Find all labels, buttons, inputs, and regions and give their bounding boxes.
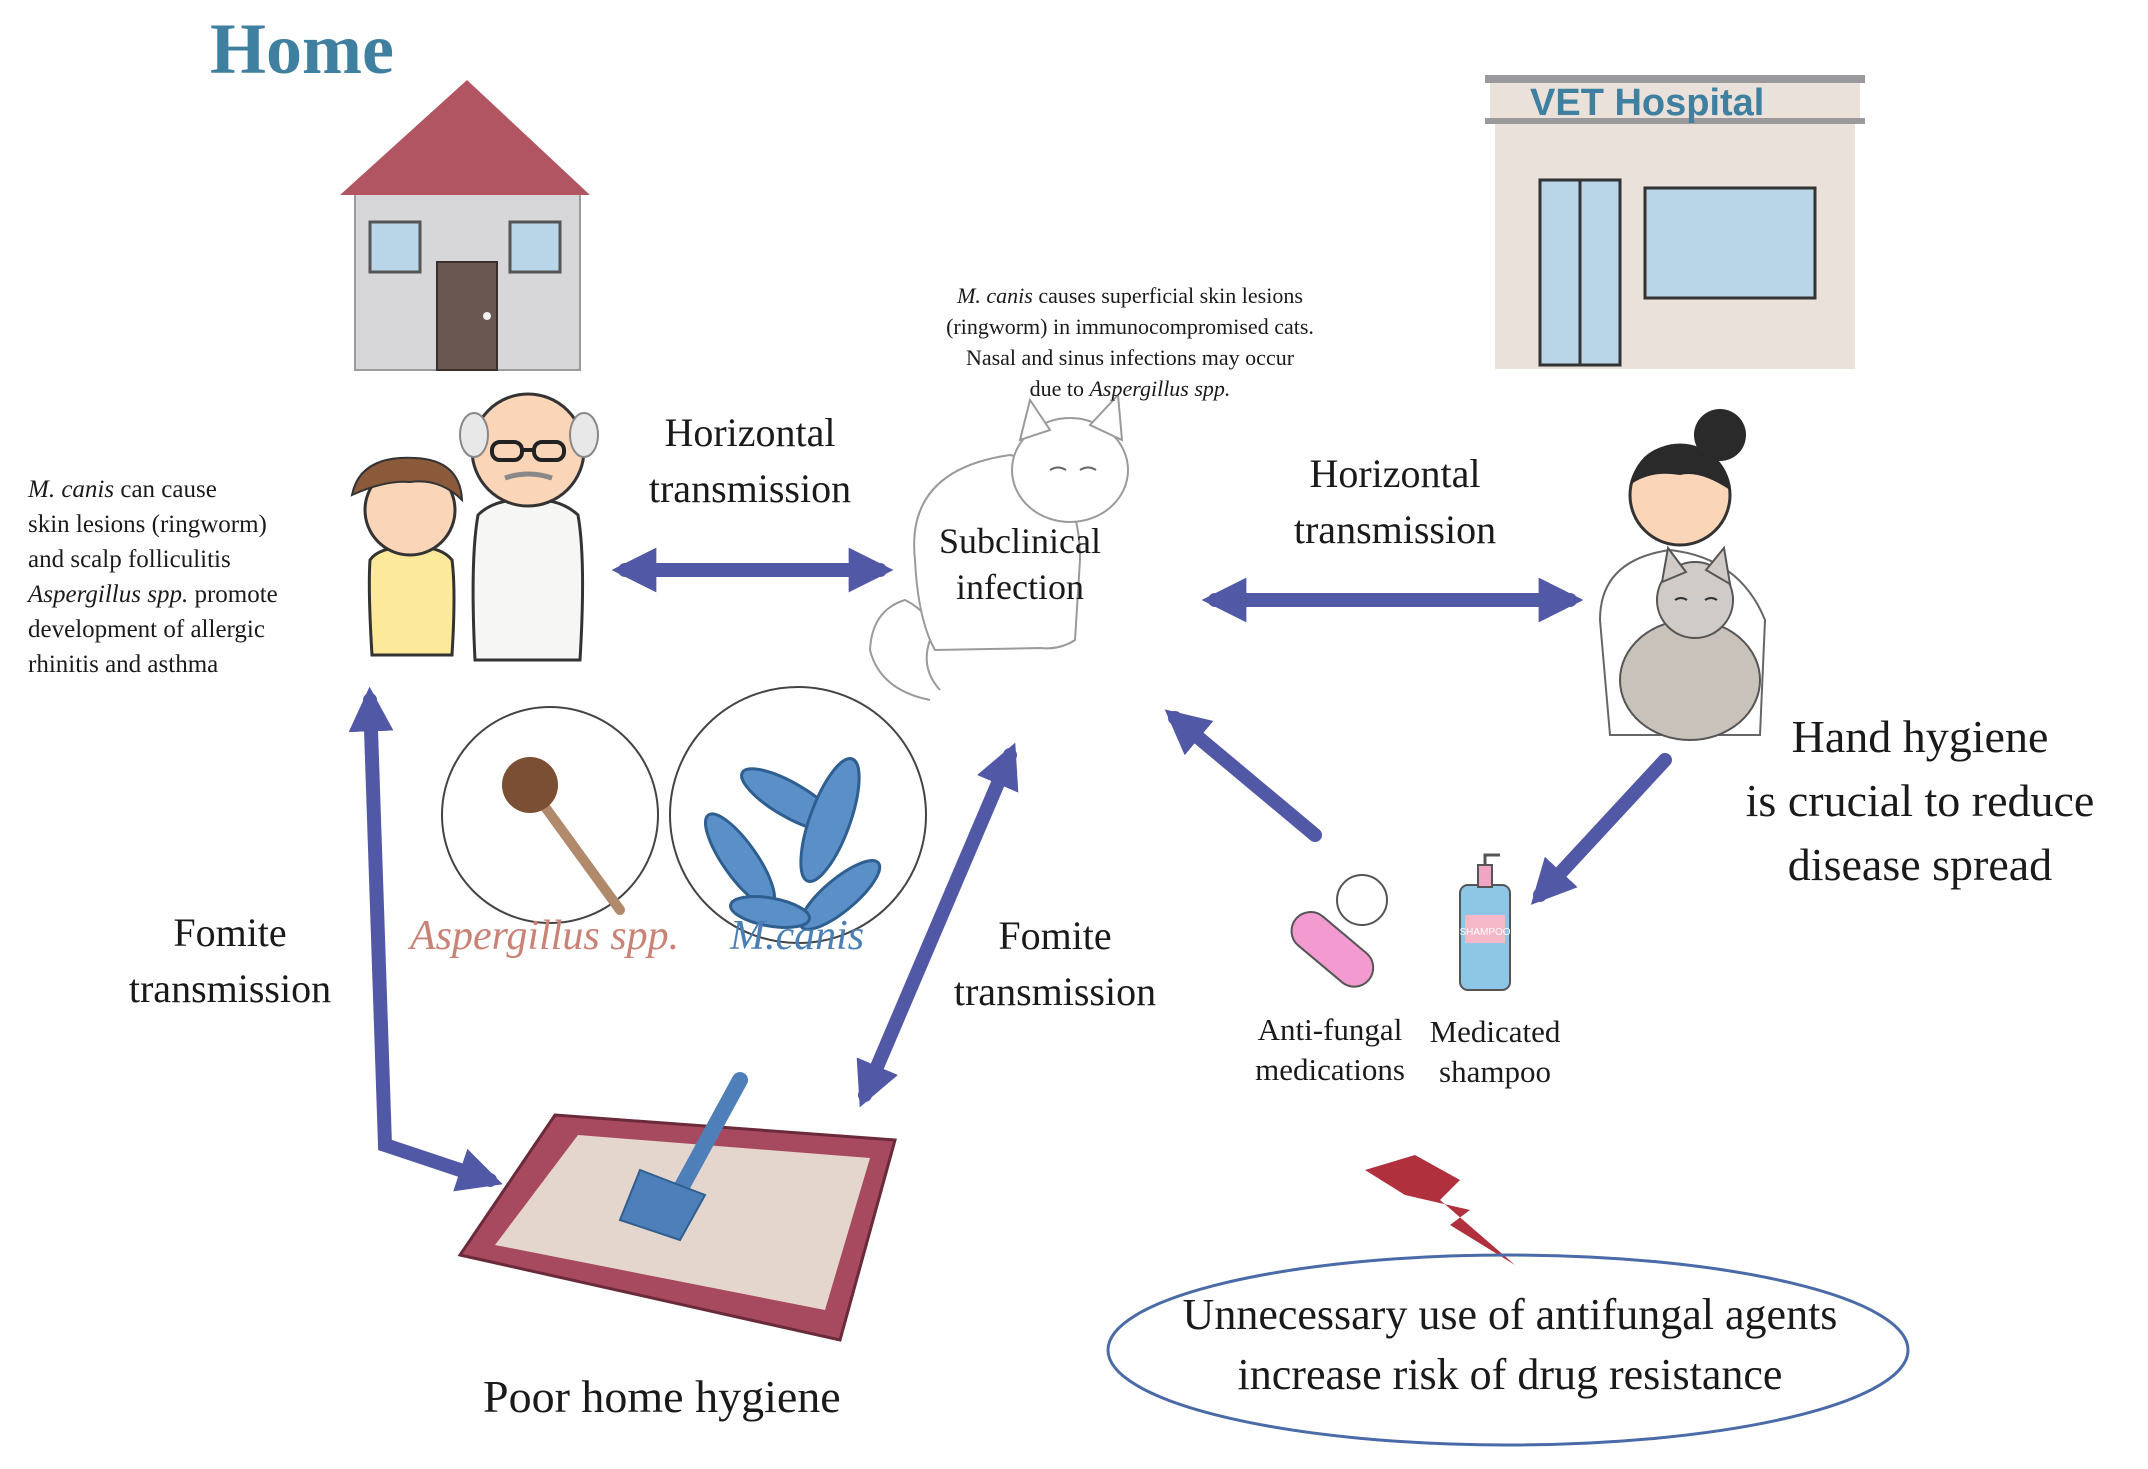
mcanis-circle — [669, 686, 927, 944]
subclinical-infection-label: Subclinical infection — [939, 521, 1101, 607]
poor-home-hygiene-label: Poor home hygiene — [483, 1371, 841, 1422]
house-icon — [340, 80, 590, 371]
boy-figure — [350, 456, 464, 657]
cat-effects-text: M. canis causes superficial skin lesions… — [946, 283, 1314, 401]
fomite-transmission-left: Fomite transmission — [128, 910, 332, 1011]
cat-figure — [868, 392, 1129, 701]
arrow-meds-cat — [1164, 709, 1322, 842]
aspergillus-label: Aspergillus spp. — [410, 913, 680, 959]
vet-hospital-icon — [1485, 75, 1865, 369]
arrow-people-litter — [348, 686, 503, 1192]
human-effects-text: M. canis can cause skin lesions (ringwor… — [28, 476, 278, 678]
hand-hygiene-note: Hand hygiene is crucial to reduce diseas… — [1745, 711, 2095, 890]
drug-resistance-warning: Unnecessary use of antifungal agents inc… — [1182, 1290, 1838, 1399]
vet-hospital-sign: VET Hospital — [1530, 82, 1765, 124]
resistance-ellipse — [1106, 1253, 1910, 1447]
fomite-transmission-right: Fomite transmission — [953, 913, 1157, 1014]
aspergillus-circle — [441, 706, 659, 924]
shampoo-label: SHAMPOO — [1459, 927, 1510, 938]
medicated-shampoo-label: Medicated shampoo — [1429, 1014, 1561, 1089]
horizontal-transmission-right: Horizontal transmission — [1293, 451, 1497, 552]
arrow-vet-treatment — [1530, 753, 1672, 905]
horizontal-transmission-left: Horizontal transmission — [648, 410, 852, 511]
antifungal-medications-label: Anti-fungal medications — [1255, 1012, 1405, 1087]
grandfather-figure — [459, 392, 599, 662]
vet-woman-figure — [1598, 409, 1767, 741]
home-title: Home — [210, 9, 394, 89]
arrow-litter-cat — [856, 742, 1019, 1108]
lightning-icon — [1365, 1155, 1515, 1265]
shampoo-bottle-icon: SHAMPOO — [1459, 853, 1511, 991]
mcanis-label: M.canis — [730, 913, 865, 959]
pills-icon — [1290, 874, 1388, 988]
litter-box-icon — [457, 1072, 897, 1342]
